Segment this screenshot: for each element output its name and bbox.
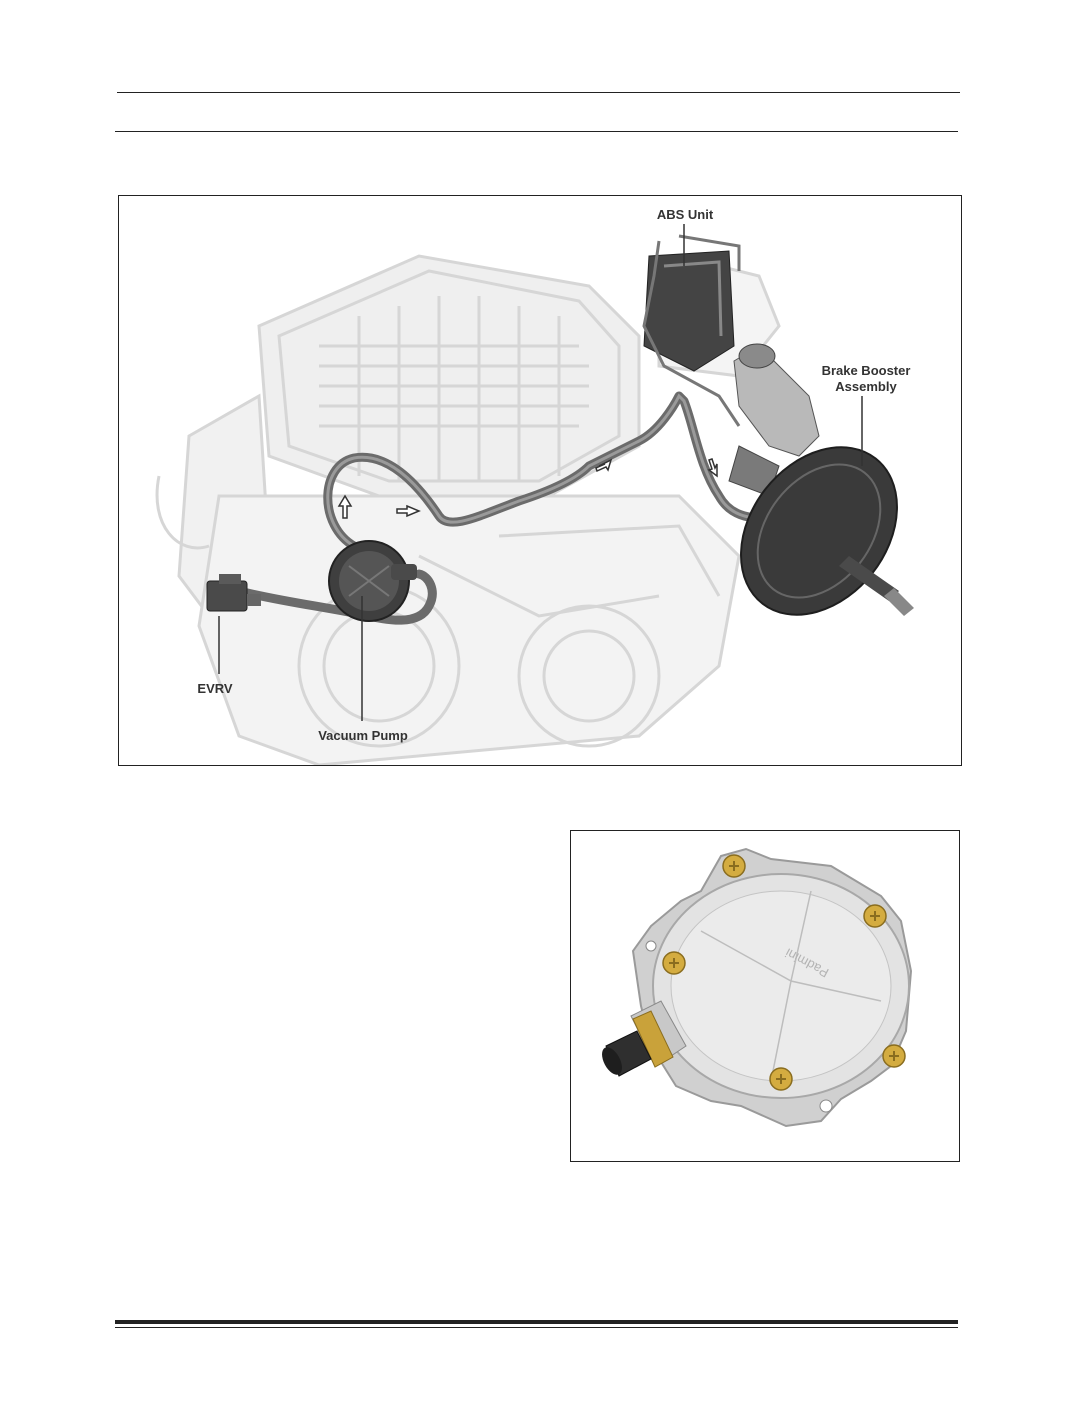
evrv-graphic (206, 574, 261, 612)
callout-brake-booster-line2: Assembly (835, 379, 897, 394)
brake-booster-graphic (740, 446, 914, 616)
callout-brake-booster-line1: Brake Booster (821, 363, 911, 378)
footer-rule-thin (115, 1327, 958, 1328)
vacuum-pump-graphic (328, 540, 417, 622)
footer-rule-thick (115, 1320, 958, 1324)
master-cylinder-graphic (728, 343, 820, 497)
callout-vacuum-pump: Vacuum Pump (318, 728, 408, 743)
header-rule-bottom (115, 131, 958, 132)
abs-unit-graphic (642, 234, 741, 427)
callout-evrv: EVRV (197, 681, 233, 696)
figure-vacuum-pump-detail: Padmini (570, 830, 960, 1162)
header-rule-top (117, 92, 960, 93)
figure-vacuum-system: ABS Unit Brake Booster Assembly EVRV Vac… (118, 195, 962, 766)
engine-illustration (155, 224, 914, 765)
vacuum-pump-illustration: Padmini (602, 847, 913, 1128)
callout-abs-unit: ABS Unit (656, 207, 714, 222)
